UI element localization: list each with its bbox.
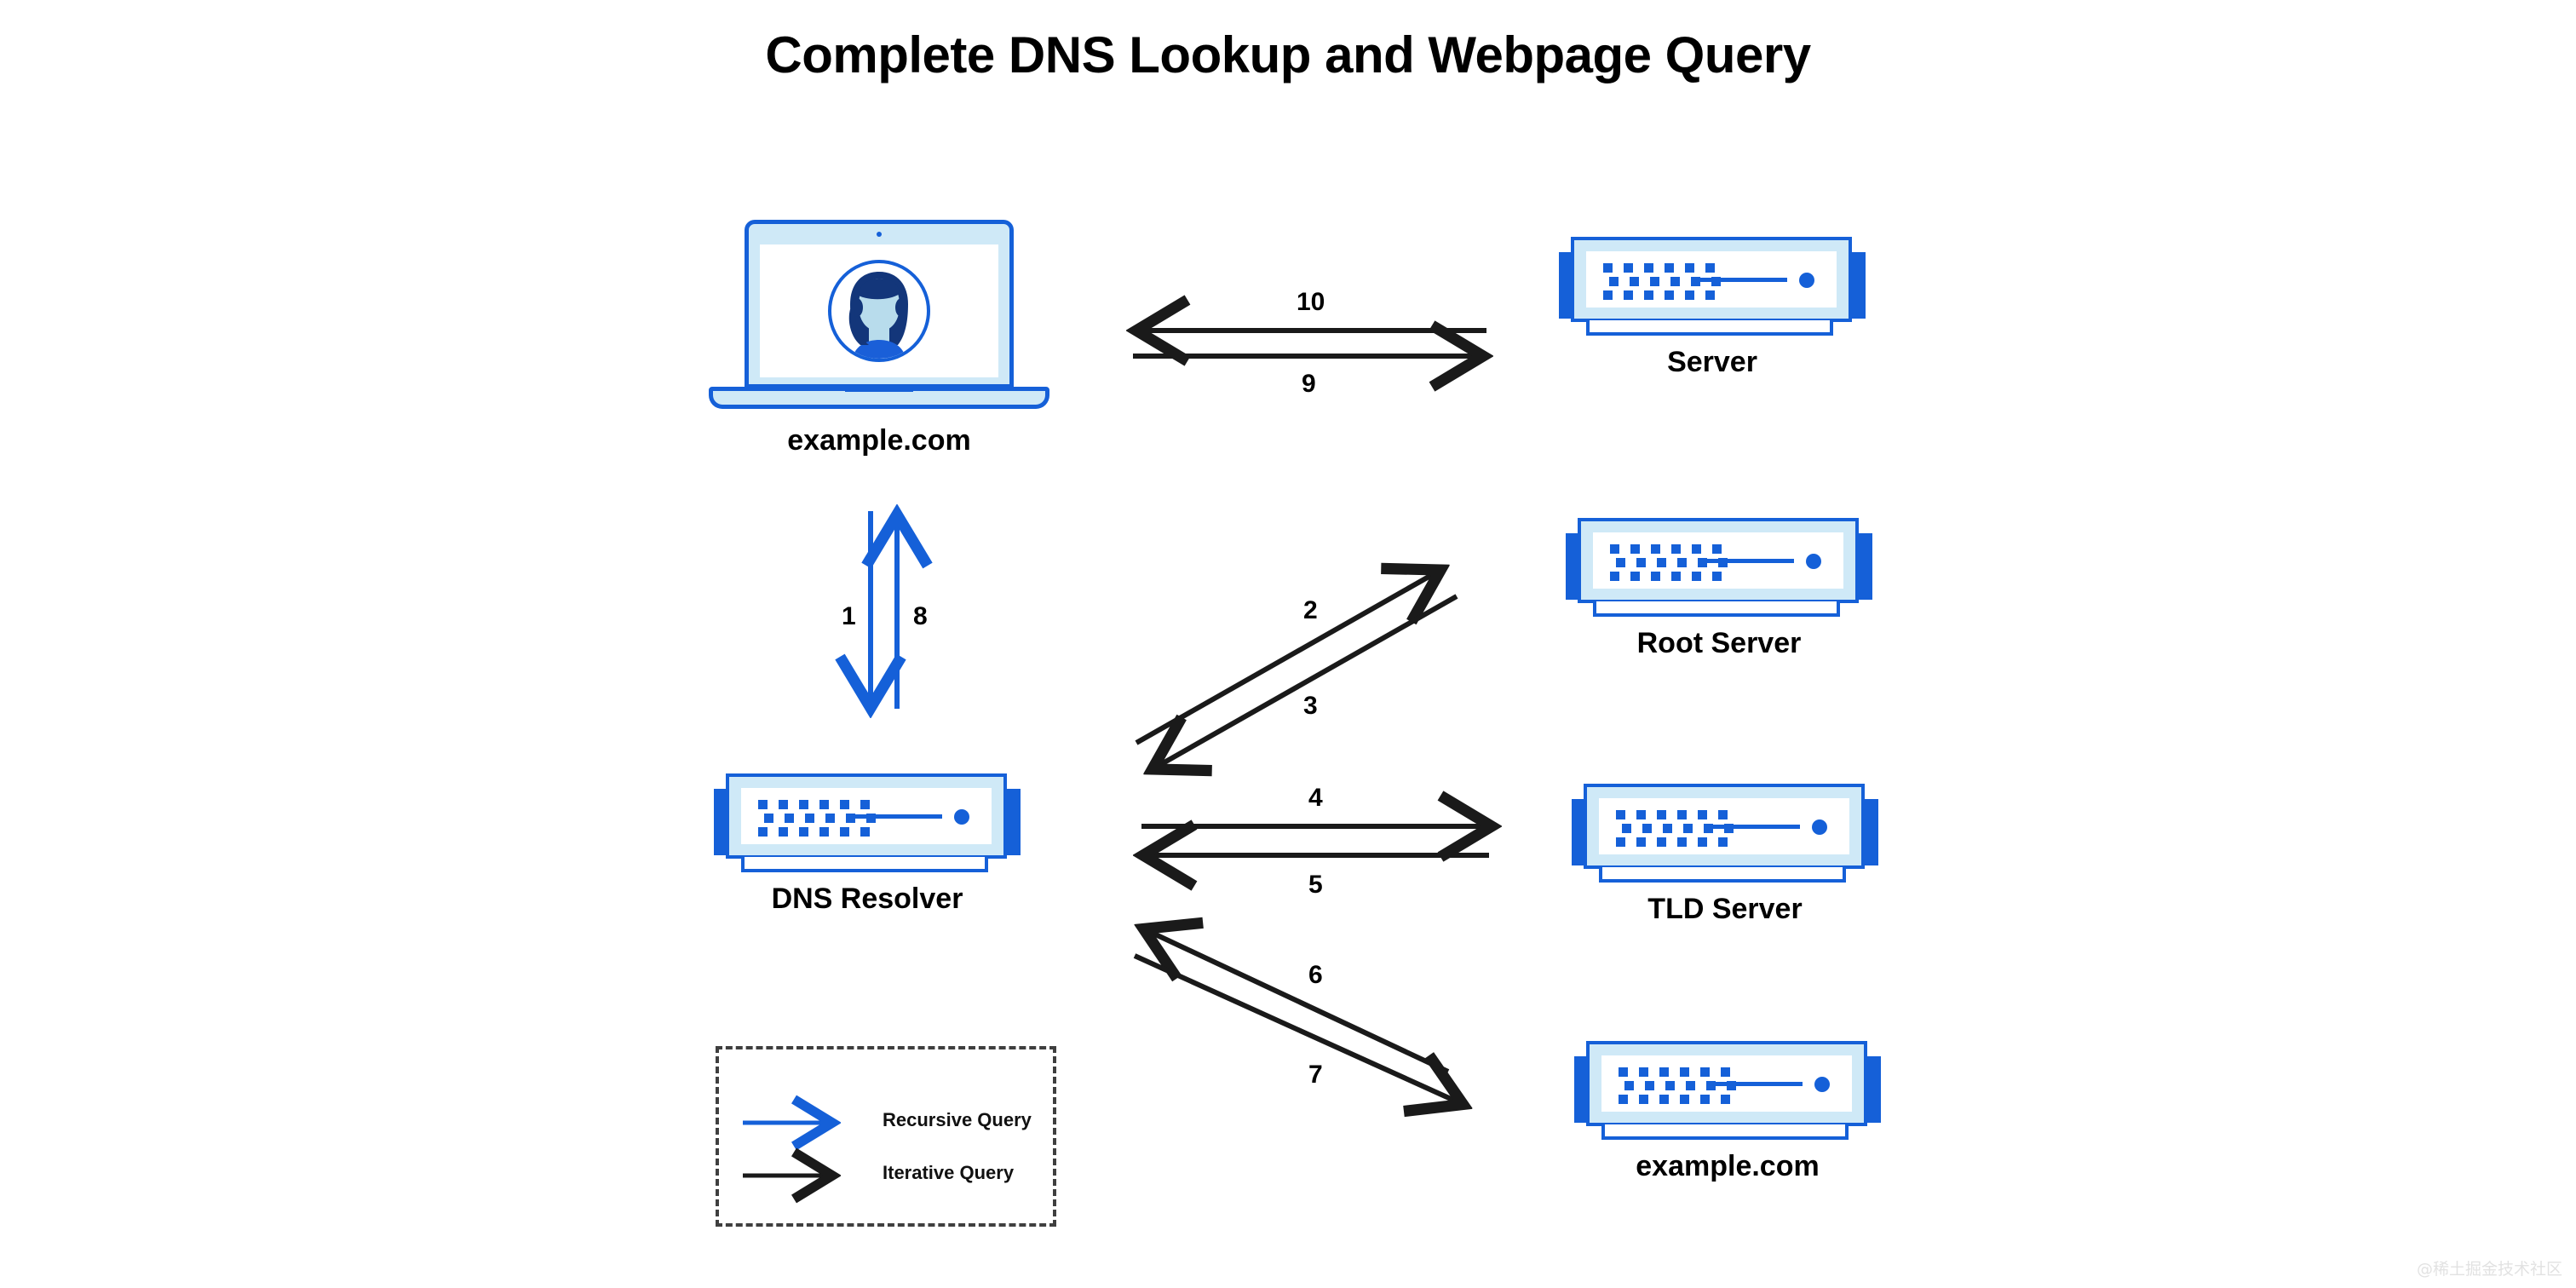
arrow-step-6 <box>1148 931 1450 1074</box>
node-label-tld-server: TLD Server <box>1647 893 1803 925</box>
server-dot-grid-icon <box>1619 1066 1747 1107</box>
server-dot-grid-icon <box>758 798 887 839</box>
server-status-dot-icon <box>954 809 969 825</box>
server-base <box>741 857 988 872</box>
server-body <box>726 773 1007 859</box>
arrow-label-6: 6 <box>1308 961 1323 989</box>
server-panel <box>1593 532 1843 589</box>
server-status-line-icon <box>847 814 942 819</box>
node-label-web-server: Server <box>1667 346 1757 378</box>
webcam-icon <box>877 232 882 237</box>
laptop-lid <box>745 220 1014 388</box>
legend-label-recursive: Recursive Query <box>883 1109 1032 1130</box>
server-base <box>1586 320 1833 336</box>
legend-item-iterative: Iterative Query <box>743 1160 1014 1194</box>
server-icon <box>1574 1041 1881 1141</box>
server-body <box>1584 784 1865 869</box>
page-title: Complete DNS Lookup and Webpage Query <box>765 26 1811 83</box>
server-panel <box>1586 251 1837 308</box>
server-base <box>1599 867 1846 883</box>
arrow-label-7: 7 <box>1308 1061 1323 1089</box>
legend-box: Recursive Query Iterative Query <box>716 1046 1056 1227</box>
server-icon <box>714 773 1021 874</box>
node-label-client: example.com <box>787 424 971 457</box>
server-status-line-icon <box>1699 559 1794 563</box>
server-dot-grid-icon <box>1616 808 1745 849</box>
arrow-step-2 <box>1135 572 1436 745</box>
right-arrow-icon <box>743 1160 845 1191</box>
arrow-label-4: 4 <box>1308 784 1323 812</box>
node-tld-server[interactable]: TLD Server <box>1572 784 1878 926</box>
arrow-label-8: 8 <box>913 602 928 630</box>
right-arrow-icon <box>743 1107 845 1138</box>
node-label-root-server: Root Server <box>1636 627 1802 659</box>
watermark: @稀土掘金技术社区 <box>2416 1260 2562 1279</box>
laptop-screen <box>760 244 998 377</box>
user-avatar-icon <box>828 260 930 362</box>
server-body <box>1578 518 1859 603</box>
server-status-dot-icon <box>1814 1077 1830 1092</box>
arrow-label-9: 9 <box>1302 370 1316 398</box>
server-status-dot-icon <box>1806 554 1821 569</box>
server-panel <box>741 788 992 844</box>
node-label-dns-resolver: DNS Resolver <box>771 883 963 915</box>
arrow-label-1: 1 <box>842 602 856 630</box>
arrow-label-5: 5 <box>1308 871 1323 899</box>
server-icon <box>1559 237 1866 337</box>
node-authoritative-server[interactable]: example.com <box>1574 1041 1881 1183</box>
server-panel <box>1601 1055 1852 1112</box>
server-icon <box>1572 784 1878 884</box>
server-status-line-icon <box>1707 1082 1803 1086</box>
server-status-dot-icon <box>1799 273 1814 288</box>
legend-label-iterative: Iterative Query <box>883 1162 1015 1183</box>
server-base <box>1593 601 1840 617</box>
arrow-step-7 <box>1133 953 1458 1102</box>
node-web-server[interactable]: Server <box>1559 237 1866 379</box>
server-status-line-icon <box>1705 825 1800 829</box>
server-dot-grid-icon <box>1610 543 1739 584</box>
arrow-label-10: 10 <box>1297 288 1325 316</box>
server-base <box>1601 1124 1849 1140</box>
server-panel <box>1599 798 1849 854</box>
node-label-authoritative-server: example.com <box>1636 1150 1820 1182</box>
server-icon <box>1566 518 1872 618</box>
node-dns-resolver[interactable]: DNS Resolver <box>714 773 1021 916</box>
laptop-notch <box>845 387 913 392</box>
server-dot-grid-icon <box>1603 262 1732 302</box>
arrow-label-3: 3 <box>1303 692 1318 720</box>
arrow-label-2: 2 <box>1303 596 1318 624</box>
legend-item-recursive: Recursive Query <box>743 1107 1032 1141</box>
server-status-dot-icon <box>1812 819 1827 835</box>
node-client[interactable]: example.com <box>709 220 1049 457</box>
server-status-line-icon <box>1692 278 1787 282</box>
node-root-server[interactable]: Root Server <box>1566 518 1872 660</box>
server-body <box>1571 237 1852 322</box>
laptop-icon <box>709 220 1049 416</box>
server-body <box>1586 1041 1867 1126</box>
